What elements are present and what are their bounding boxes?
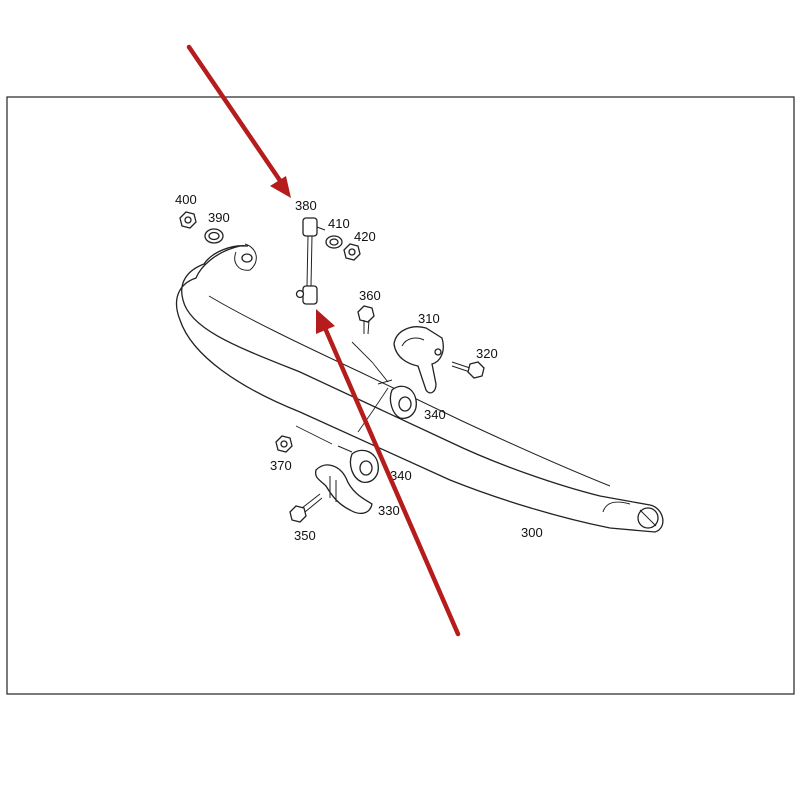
label-330: 330: [378, 503, 400, 518]
label-350: 350: [294, 528, 316, 543]
bracket-310: [393, 326, 444, 394]
bushing-340-lower: [337, 445, 379, 483]
label-380: 380: [295, 198, 317, 213]
label-340-lower: 340: [390, 468, 412, 483]
bolt-360: [357, 305, 375, 335]
link-rod-380: [295, 217, 326, 305]
nut-420: [343, 243, 361, 261]
washer-410: [325, 235, 343, 249]
nut-370: [275, 435, 293, 453]
label-320: 320: [476, 346, 498, 361]
arrow-top: [186, 44, 291, 198]
bracket-330: [314, 464, 373, 515]
arrow-bottom: [316, 309, 461, 637]
washer-390: [204, 228, 224, 244]
bolt-320: [451, 361, 485, 379]
label-400: 400: [175, 192, 197, 207]
label-360: 360: [359, 288, 381, 303]
bushing-340-upper: [377, 379, 417, 419]
label-310: 310: [418, 311, 440, 326]
label-370: 370: [270, 458, 292, 473]
label-340-upper: 340: [424, 407, 446, 422]
label-410: 410: [328, 216, 350, 231]
stabilizer-bar: [175, 243, 664, 533]
label-300: 300: [521, 525, 543, 540]
label-390: 390: [208, 210, 230, 225]
label-420: 420: [354, 229, 376, 244]
bolt-350: [289, 493, 323, 523]
nut-400: [179, 211, 197, 229]
